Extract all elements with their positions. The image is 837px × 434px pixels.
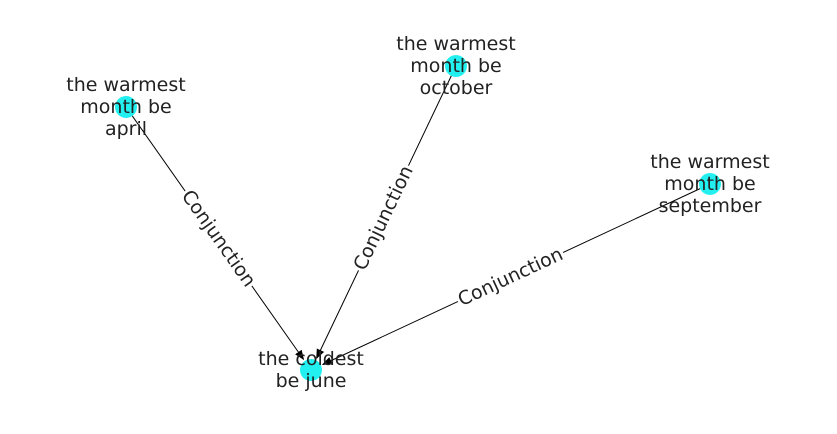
node-label-line: month be [664,173,755,195]
node-label-line: month be [80,96,171,118]
edge-label: Conjunction [177,186,260,291]
node-label-line: september [659,195,762,217]
edge-label: Conjunction [455,243,567,311]
node-label-line: month be [410,55,501,77]
node-label-line: the coldest [258,348,364,370]
node-label-line: be june [276,370,347,392]
node-label-line: october [420,77,493,99]
node-september [699,173,721,195]
node-april [115,96,137,118]
nodes-layer [115,55,721,381]
edge-label-background [452,240,569,314]
edge-label: Conjunction [349,162,418,274]
node-label-line: the warmest [396,33,515,55]
edge-label-background [174,183,263,294]
edge-label-background [346,160,421,276]
node-label-line: the warmest [66,74,185,96]
node-june [300,359,322,381]
edge-label-group: Conjunction [174,183,263,294]
node-label-line: the warmest [650,151,769,173]
edge-label-group: Conjunction [452,240,569,314]
node-october [445,55,467,77]
node-label-line: april [105,118,147,140]
edge-label-group: Conjunction [346,160,421,276]
